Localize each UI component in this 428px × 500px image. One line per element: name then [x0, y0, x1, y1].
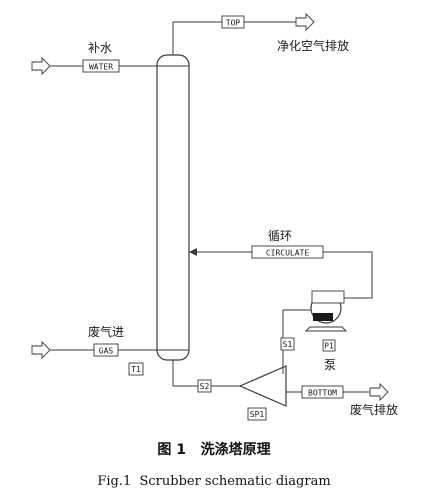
pump-discharge-nozzle	[311, 290, 345, 304]
water-inlet: WATER 补水	[31, 41, 157, 76]
caption-en: Fig.1 Scrubber schematic diagram	[97, 474, 330, 489]
splitter: SP1	[238, 365, 287, 421]
s1-box-label: S1	[283, 340, 293, 349]
gas-in-label: 废气进	[88, 324, 124, 339]
water-box-label: WATER	[89, 63, 113, 72]
p1-box-label: P1	[324, 342, 334, 351]
pump: P1 泵	[304, 290, 348, 372]
waste-gas-out-label: 废气排放	[350, 402, 398, 417]
water-in-arrow-icon	[31, 56, 51, 76]
gas-inlet: GAS 废气进	[31, 324, 157, 360]
circulate-line: CIRCULATE 循环	[189, 229, 373, 299]
circulate-box-label: CIRCULATE	[266, 249, 310, 258]
top-box-label: TOP	[226, 19, 241, 28]
pump-label: 泵	[324, 358, 336, 372]
clean-air-label: 净化空气排放	[277, 38, 349, 53]
s2-stream: S2	[172, 360, 240, 393]
circulate-arrowhead-icon	[189, 248, 197, 256]
s1-stream: S1	[280, 309, 311, 374]
s1-box	[280, 337, 295, 351]
scrubber-tower	[156, 54, 190, 361]
caption-cn: 图 1 洗涤塔原理	[157, 441, 270, 458]
pump-base	[304, 326, 348, 332]
sp1-box-label: SP1	[250, 410, 265, 419]
p1-box	[322, 339, 336, 352]
gas-in-arrow-icon	[31, 340, 51, 360]
circulate-label: 循环	[268, 229, 292, 243]
splitter-icon	[238, 365, 287, 407]
t1-box-label: T1	[131, 365, 141, 374]
gas-box-label: GAS	[99, 347, 114, 356]
water-label: 补水	[88, 41, 112, 55]
t1-tag: T1	[128, 362, 144, 376]
t1-box	[128, 362, 144, 376]
waste-gas-out-arrow-icon	[369, 382, 389, 402]
top-outlet: TOP 净化空气排放	[172, 12, 349, 55]
bottom-outlet: BOTTOM 废气排放	[286, 382, 398, 417]
sp1-box	[247, 407, 267, 421]
clean-air-arrow-icon	[295, 12, 315, 32]
pump-motor-icon	[313, 313, 333, 321]
bottom-box-label: BOTTOM	[308, 389, 337, 398]
s2-box-label: S2	[200, 382, 210, 391]
